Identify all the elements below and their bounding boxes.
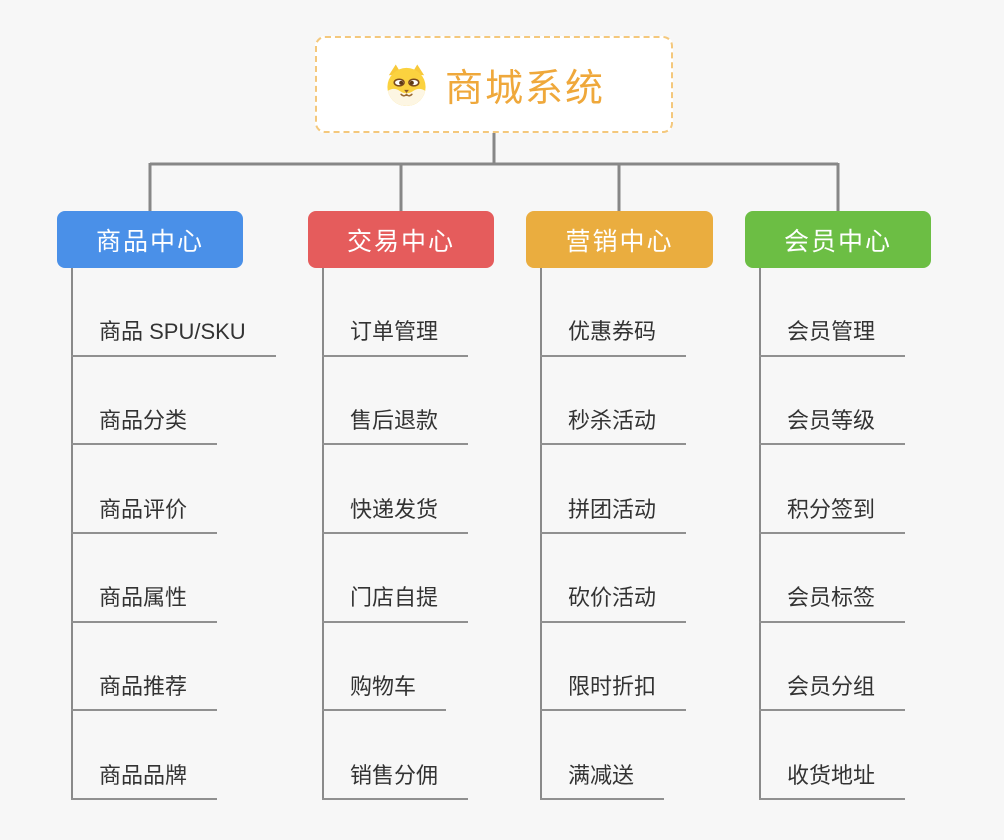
child-node[interactable]: 商品推荐	[71, 674, 218, 712]
child-row: 商品评价	[71, 445, 276, 535]
child-node[interactable]: 收货地址	[759, 763, 906, 801]
branch-node-2[interactable]: 营销中心	[526, 211, 713, 268]
child-node[interactable]: 会员分组	[759, 674, 906, 712]
child-node[interactable]: 门店自提	[322, 585, 469, 623]
child-node[interactable]: 优惠券码	[540, 319, 687, 357]
child-row: 商品属性	[71, 534, 276, 623]
child-node[interactable]: 满减送	[540, 763, 665, 801]
child-row: 拼团活动	[540, 445, 687, 535]
root-title: 商城系统	[444, 68, 605, 110]
child-row: 商品 SPU/SKU	[71, 268, 276, 357]
branch-children-1: 订单管理售后退款快递发货门店自提购物车销售分佣	[322, 268, 469, 801]
child-node[interactable]: 订单管理	[322, 319, 469, 357]
child-node[interactable]: 商品品牌	[71, 763, 218, 801]
branch-label: 交易中心	[346, 227, 455, 256]
child-row: 会员等级	[759, 357, 906, 446]
branch-node-0[interactable]: 商品中心	[57, 211, 243, 268]
child-row: 秒杀活动	[540, 357, 687, 446]
branch-label: 营销中心	[565, 227, 674, 256]
child-node[interactable]: 商品分类	[71, 408, 218, 446]
child-row: 订单管理	[322, 268, 469, 357]
child-node[interactable]: 会员标签	[759, 585, 906, 623]
root-node[interactable]: 商城系统	[315, 36, 673, 133]
child-node[interactable]: 限时折扣	[540, 674, 687, 712]
branch-node-1[interactable]: 交易中心	[308, 211, 494, 268]
child-row: 销售分佣	[322, 711, 469, 801]
branch-children-3: 会员管理会员等级积分签到会员标签会员分组收货地址	[759, 268, 906, 801]
child-row: 会员分组	[759, 623, 906, 712]
child-node[interactable]: 商品属性	[71, 585, 218, 623]
branch-label: 会员中心	[783, 227, 892, 256]
child-node[interactable]: 购物车	[322, 674, 447, 712]
child-node[interactable]: 积分签到	[759, 497, 906, 535]
child-row: 商品品牌	[71, 711, 276, 801]
child-node[interactable]: 会员等级	[759, 408, 906, 446]
child-row: 限时折扣	[540, 623, 687, 712]
child-node[interactable]: 商品 SPU/SKU	[71, 319, 276, 357]
child-node[interactable]: 商品评价	[71, 497, 218, 535]
branch-children-2: 优惠券码秒杀活动拼团活动砍价活动限时折扣满减送	[540, 268, 687, 801]
child-node[interactable]: 会员管理	[759, 319, 906, 357]
child-row: 收货地址	[759, 711, 906, 801]
child-row: 满减送	[540, 711, 686, 801]
child-row: 购物车	[322, 623, 468, 712]
child-row: 售后退款	[322, 357, 469, 446]
child-node[interactable]: 售后退款	[322, 408, 469, 446]
child-row: 商品推荐	[71, 623, 276, 712]
dog-face-icon	[383, 63, 430, 107]
branch-node-3[interactable]: 会员中心	[745, 211, 931, 268]
child-node[interactable]: 砍价活动	[540, 585, 687, 623]
child-row: 会员管理	[759, 268, 906, 357]
child-node[interactable]: 秒杀活动	[540, 408, 687, 446]
child-row: 商品分类	[71, 357, 276, 446]
child-row: 快递发货	[322, 445, 469, 535]
child-row: 积分签到	[759, 445, 906, 535]
child-node[interactable]: 销售分佣	[322, 763, 469, 801]
branch-label: 商品中心	[95, 227, 204, 256]
child-node[interactable]: 拼团活动	[540, 497, 687, 535]
child-row: 砍价活动	[540, 534, 687, 623]
child-node[interactable]: 快递发货	[322, 497, 469, 535]
child-row: 门店自提	[322, 534, 469, 623]
branch-children-0: 商品 SPU/SKU 商品分类商品评价商品属性商品推荐商品品牌	[71, 268, 276, 801]
child-row: 会员标签	[759, 534, 906, 623]
child-row: 优惠券码	[540, 268, 687, 357]
